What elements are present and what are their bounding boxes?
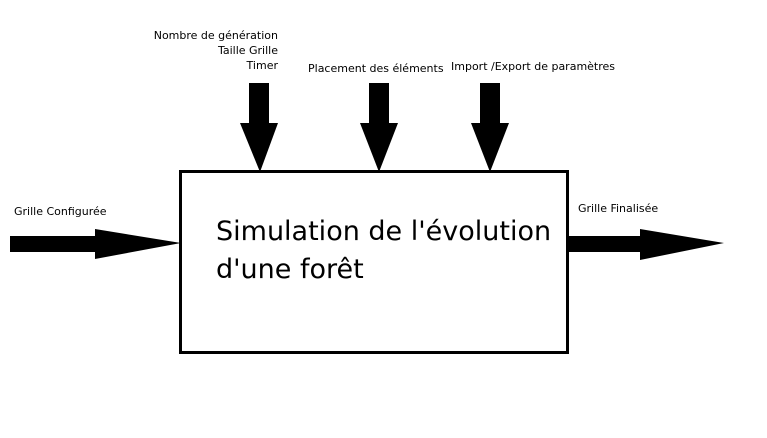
control-label-timer: Timer xyxy=(246,59,278,72)
output-arrow xyxy=(565,229,724,260)
control-label-placement: Placement des éléments xyxy=(308,62,444,75)
control-arrow-3 xyxy=(471,83,509,172)
control-label-generations: Nombre de génération xyxy=(153,29,278,42)
process-title-line-2: d'une forêt xyxy=(216,254,364,285)
control-label-group-1: Nombre de génération Taille Grille Timer xyxy=(130,28,278,73)
process-title-line-1: Simulation de l'évolution xyxy=(216,216,552,247)
output-label: Grille Finalisée xyxy=(578,202,659,215)
control-label-grid-size: Taille Grille xyxy=(217,44,278,57)
process-title: Simulation de l'évolution d'une forêt xyxy=(216,213,551,289)
control-arrow-2 xyxy=(360,83,398,172)
process-box: Simulation de l'évolution d'une forêt xyxy=(179,170,569,354)
control-arrow-1 xyxy=(240,83,278,172)
input-arrow xyxy=(10,229,181,259)
input-label: Grille Configurée xyxy=(14,205,107,218)
control-label-import-export: Import /Export de paramètres xyxy=(451,60,616,73)
